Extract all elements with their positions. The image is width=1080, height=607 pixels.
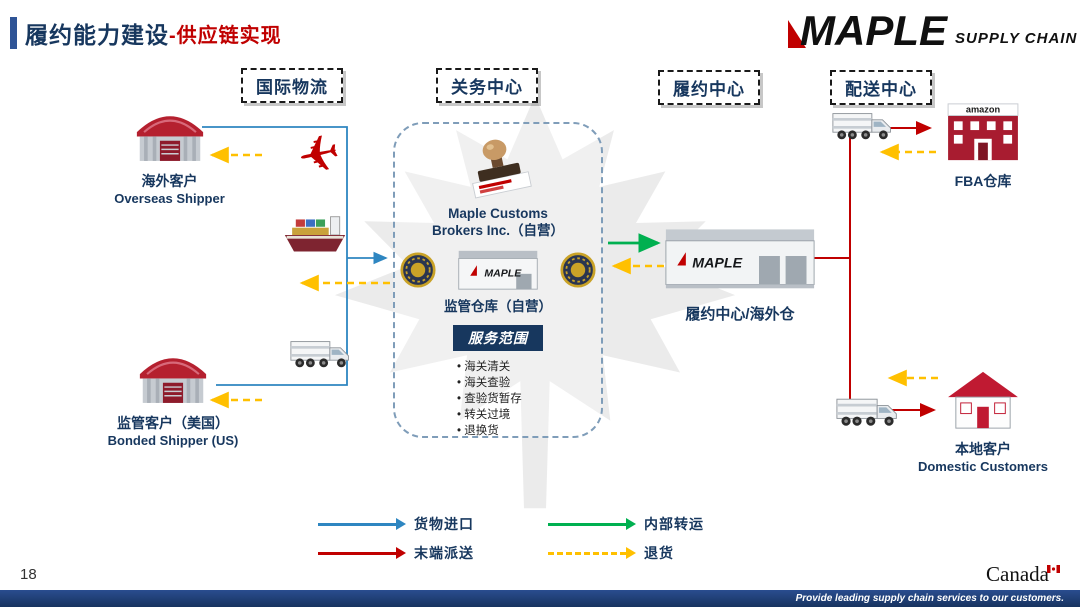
column-header-customs-center: 关务中心 — [436, 68, 538, 103]
legend-return-arrowhead — [626, 547, 636, 559]
fba-warehouse-node: amazon FBA仓库 — [938, 100, 1028, 191]
domestic-label-cn: 本地客户 — [955, 441, 1011, 457]
bonded-shipper-node: 监管客户（美国） Bonded Shipper (US) — [88, 348, 258, 448]
maple-logo-brand: MAPLE — [800, 7, 947, 54]
legend-transfer: 内部转运 — [548, 514, 778, 534]
service-item: 转关过境 — [457, 407, 601, 423]
bonded-warehouse-label: 监管仓库（自营） — [444, 299, 552, 314]
cargo-ship-icon — [284, 216, 346, 252]
truck-icon — [836, 398, 897, 426]
customs-center-box: Maple Customs Brokers Inc.（自营） MAPLE 监管仓 — [393, 122, 603, 438]
flow-legend: 货物进口 内部转运 末端派送 退货 — [318, 514, 778, 563]
customs-stamp-icon — [472, 139, 532, 199]
service-item: 海关查验 — [457, 375, 601, 391]
fulfillment-brand-text: MAPLE — [692, 255, 742, 271]
footer-bar: Provide leading supply chain services to… — [0, 590, 1080, 607]
canada-flag-icon — [1047, 554, 1060, 579]
house-icon — [948, 371, 1018, 429]
customs-badge-icon — [560, 252, 596, 288]
truck-bottom-right-node — [836, 394, 900, 435]
overseas-shipper-node: 海外客户 Overseas Shipper — [92, 106, 247, 206]
legend-import: 货物进口 — [318, 514, 548, 534]
legend-transfer-arrowhead — [626, 518, 636, 530]
legend-return-line — [548, 551, 626, 555]
legend-transfer-label: 内部转运 — [644, 516, 704, 532]
customs-badge-icon — [400, 252, 436, 288]
canada-text: Canada — [986, 562, 1049, 586]
page-number: 18 — [20, 566, 37, 583]
bonded-warehouse-brand-text: MAPLE — [484, 268, 522, 280]
domestic-customers-node: 本地客户 Domestic Customers — [908, 368, 1058, 474]
overseas-shipper-label-cn: 海外客户 — [141, 173, 198, 189]
brokers-name-line1: Maple Customs — [448, 206, 548, 221]
legend-delivery-arrowhead — [396, 547, 406, 559]
domestic-label-en: Domestic Customers — [917, 459, 1049, 474]
legend-return: 退货 — [548, 543, 778, 563]
fulfillment-center-label: 履约中心/海外仓 — [685, 306, 795, 323]
column-header-fulfillment-center: 履约中心 — [658, 70, 760, 105]
bonded-warehouse-row: MAPLE — [395, 247, 601, 293]
amazon-brand-text: amazon — [966, 105, 1001, 115]
maple-logo-triangle-icon — [788, 20, 806, 48]
truck-icon — [832, 113, 891, 140]
warehouse-icon — [136, 116, 203, 161]
service-scope-title: 服务范围 — [453, 325, 543, 351]
column-header-distribution-center: 配送中心 — [830, 70, 932, 105]
warehouse-icon — [139, 358, 207, 403]
brokers-name-line2: Brokers Inc.（自营） — [431, 223, 565, 238]
bonded-shipper-label-cn: 监管客户（美国） — [117, 415, 229, 431]
amazon-building-icon: amazon — [947, 103, 1019, 161]
legend-return-label: 退货 — [644, 545, 674, 561]
service-item: 查验货暂存 — [457, 391, 601, 407]
page-subtitle: -供应链实现 — [169, 24, 282, 47]
slide-title: 履约能力建设 -供应链实现 — [10, 16, 282, 50]
column-header-intl-logistics: 国际物流 — [241, 68, 343, 103]
service-item: 海关清关 — [457, 359, 601, 375]
legend-transfer-line — [548, 522, 626, 526]
service-item: 退换货 — [457, 423, 601, 439]
maple-logo: MAPLE SUPPLY CHAIN — [788, 10, 1077, 52]
overseas-shipper-label-en: Overseas Shipper — [114, 191, 225, 206]
fulfillment-center-node: MAPLE 履约中心/海外仓 — [664, 216, 816, 324]
legend-delivery-line — [318, 551, 396, 555]
maple-logo-tagline: SUPPLY CHAIN — [955, 30, 1078, 47]
maple-leaf-watermark — [334, 95, 736, 509]
legend-import-label: 货物进口 — [414, 516, 474, 532]
footer-tagline: Provide leading supply chain services to… — [795, 593, 1064, 604]
truck-left-node — [290, 336, 352, 377]
title-accent-bar — [10, 17, 17, 49]
bonded-shipper-label-en: Bonded Shipper (US) — [107, 433, 239, 448]
service-scope-list: 海关清关 海关查验 查验货暂存 转关过境 退换货 — [457, 359, 601, 439]
canada-wordmark: Canada — [986, 554, 1060, 587]
legend-import-arrowhead — [396, 518, 406, 530]
truck-icon — [290, 341, 349, 368]
fulfillment-warehouse-icon: MAPLE — [665, 229, 815, 289]
cargo-ship-node — [283, 210, 347, 265]
truck-top-right-node — [832, 108, 894, 149]
fba-label: FBA仓库 — [954, 173, 1012, 189]
page-title: 履约能力建设 — [25, 22, 169, 48]
legend-import-line — [318, 522, 396, 526]
bonded-warehouse-icon: MAPLE — [458, 250, 538, 290]
legend-delivery: 末端派送 — [318, 543, 548, 563]
legend-delivery-label: 末端派送 — [414, 545, 474, 561]
